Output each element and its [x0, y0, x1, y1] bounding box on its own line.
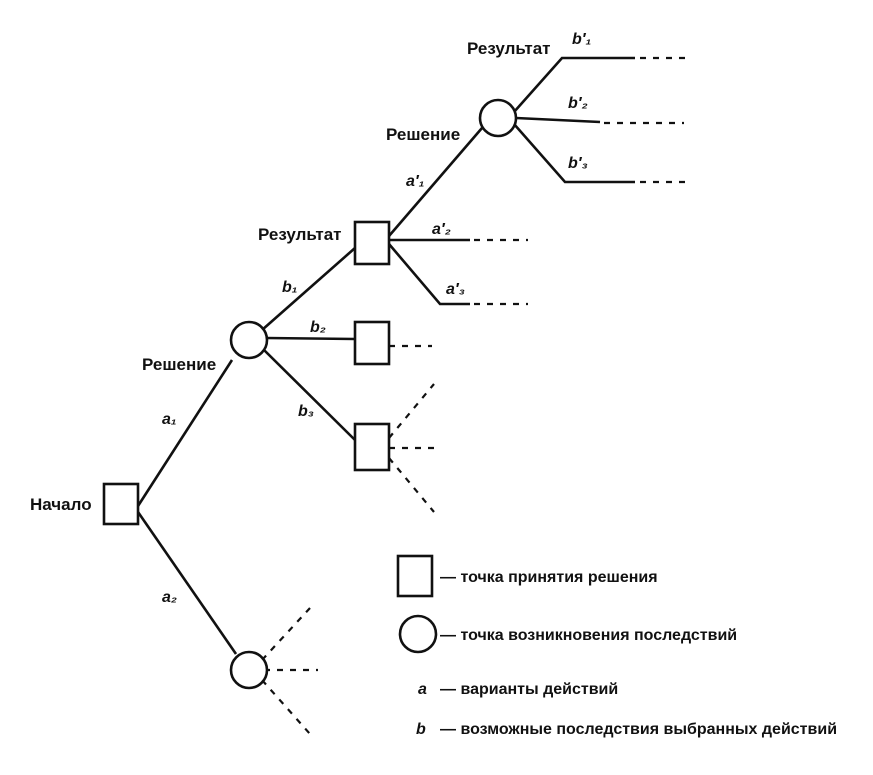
- dash-a2-up: [261, 607, 311, 661]
- label-b1: b₁: [282, 279, 297, 296]
- label-b2-prime: b′₂: [568, 95, 588, 112]
- label-result-1: Результат: [258, 225, 342, 244]
- decision-point-b1: [353, 220, 391, 266]
- dash-a2-down: [261, 679, 311, 735]
- tree-edges: [136, 56, 635, 655]
- label-decision-1: Решение: [142, 355, 216, 374]
- label-a2-prime: a′₂: [432, 221, 451, 238]
- dash-b3-up: [388, 383, 435, 439]
- label-b3-prime: b′₃: [568, 155, 588, 172]
- legend-b-symbol: b: [416, 721, 426, 738]
- label-a1-prime: a′₁: [406, 173, 424, 190]
- edge-b2: [265, 336, 356, 341]
- consequence-point-2: [229, 650, 269, 690]
- legend-square-text: — точка принятия решения: [440, 569, 658, 586]
- label-result-2: Результат: [467, 39, 551, 58]
- label-a2: a₂: [162, 589, 177, 606]
- label-b1-prime: b′₁: [572, 31, 591, 48]
- edge-b1-prime: [513, 56, 635, 113]
- consequence-point-3: [478, 98, 518, 138]
- edge-b3: [261, 347, 356, 441]
- decision-point-b2: [353, 320, 391, 366]
- legend-b-text: — возможные последствия выбранных действ…: [440, 721, 837, 738]
- label-start: Начало: [30, 495, 92, 514]
- edge-start-to-decision2: [136, 511, 238, 655]
- edge-start-to-decision1: [136, 359, 234, 507]
- legend-circle-icon: [398, 614, 438, 654]
- dash-b3-down: [388, 457, 435, 513]
- edge-b2-prime: [515, 116, 601, 124]
- legend: — точка принятия решения — точка возникн…: [396, 554, 837, 738]
- dashed-continuations: [261, 56, 688, 735]
- label-decision-2: Решение: [386, 125, 460, 144]
- consequence-point-1: [229, 320, 269, 360]
- edge-a3-prime: [388, 243, 470, 306]
- label-a1: a₁: [162, 411, 177, 428]
- tree-nodes: [102, 98, 518, 690]
- legend-a-symbol: a: [418, 681, 427, 698]
- legend-square-icon: [396, 554, 434, 598]
- decision-point-b3: [353, 422, 391, 472]
- edge-b3-prime: [513, 123, 635, 184]
- edge-a1-prime: [388, 127, 483, 237]
- legend-a-text: — варианты действий: [440, 681, 618, 698]
- label-b3: b₃: [298, 403, 314, 420]
- decision-point-start: [102, 482, 140, 526]
- legend-circle-text: — точка возникновения последствий: [440, 627, 737, 644]
- edge-b1: [261, 247, 356, 331]
- label-b2: b₂: [310, 319, 326, 336]
- label-a3-prime: a′₃: [446, 281, 465, 298]
